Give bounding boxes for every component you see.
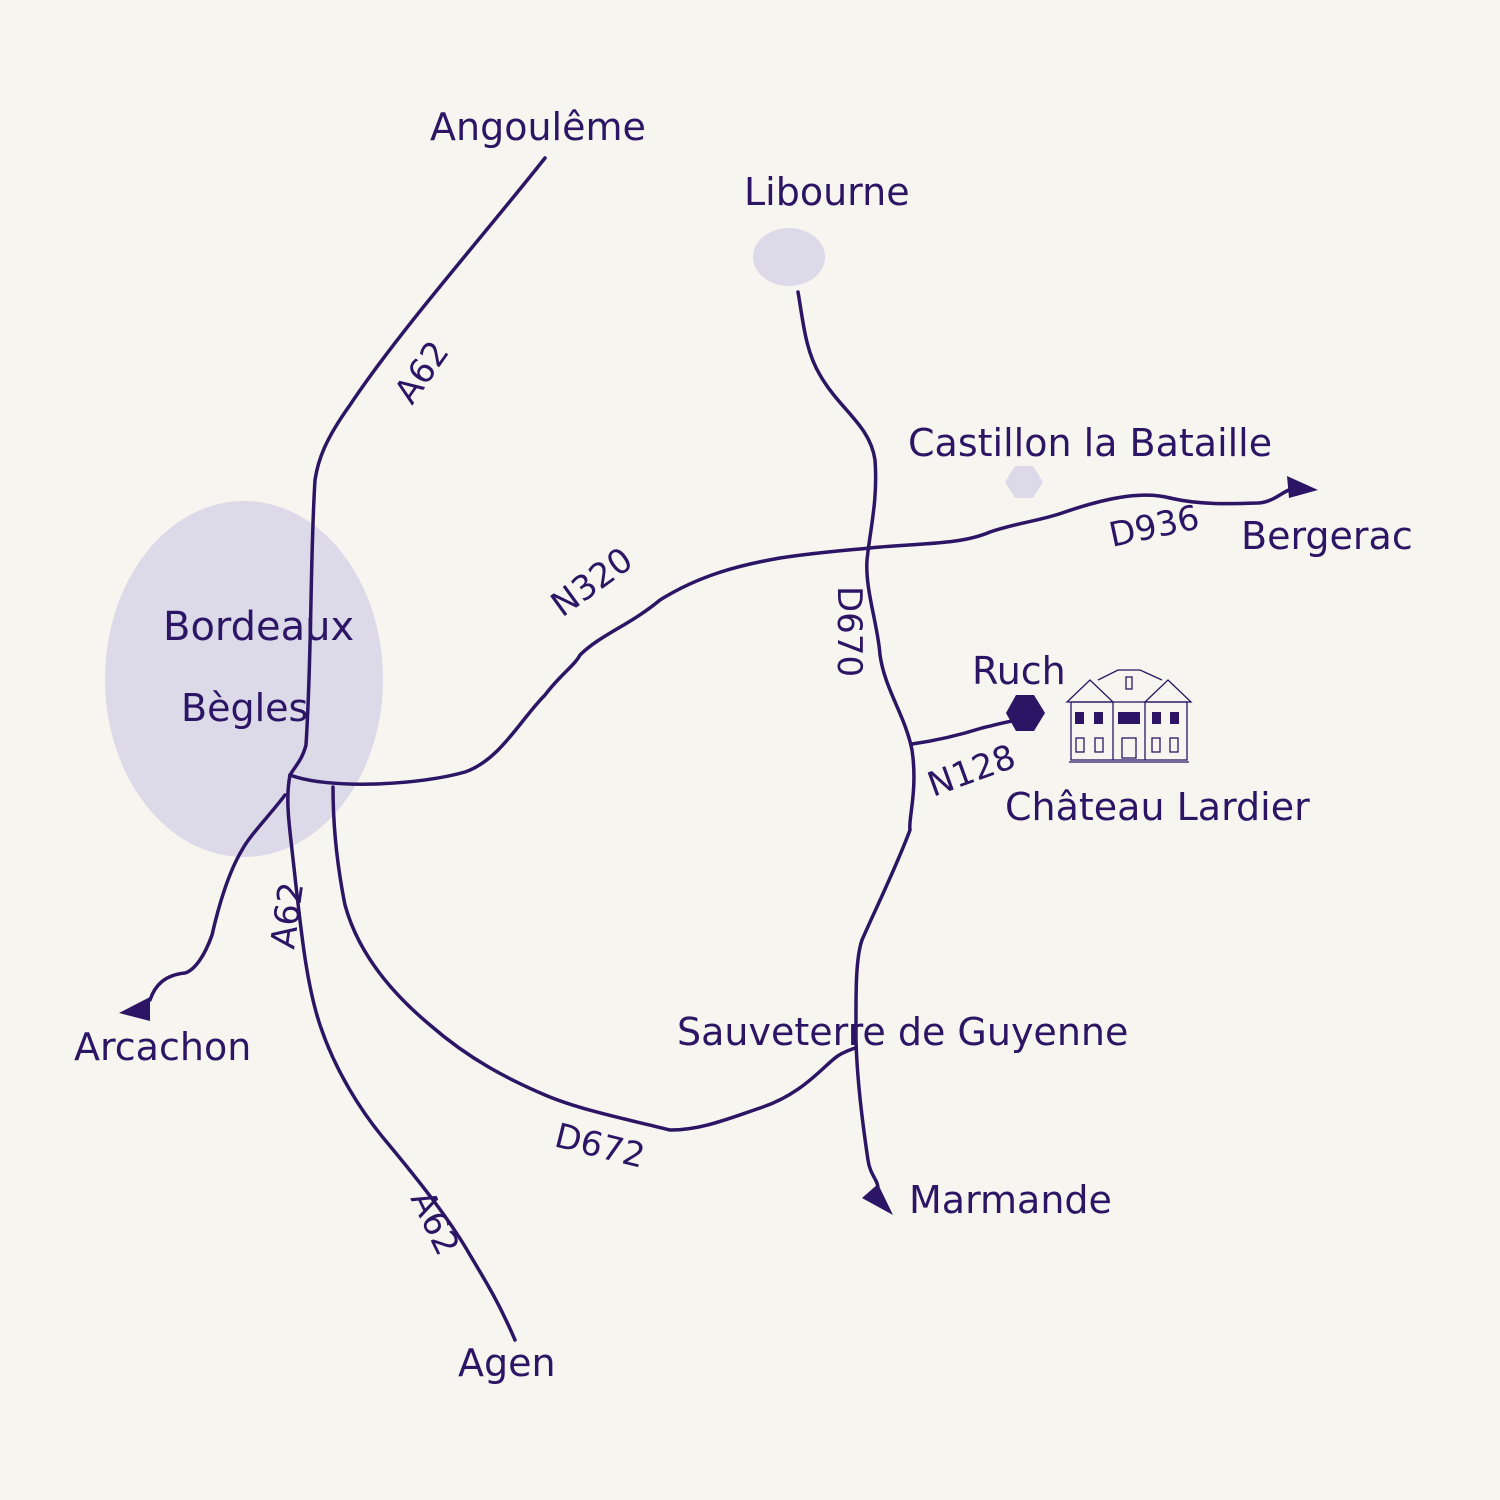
road-a62-north bbox=[288, 156, 547, 777]
ruch-marker-icon bbox=[1006, 695, 1045, 731]
bordeaux-area bbox=[105, 501, 383, 857]
road-n128 bbox=[910, 718, 1020, 746]
road-d936 bbox=[1168, 486, 1297, 506]
label-bergerac: Bergerac bbox=[1241, 514, 1413, 558]
road-d672 bbox=[331, 785, 857, 1132]
road-label-a62-south2: A62 bbox=[402, 1184, 467, 1261]
label-ruch: Ruch bbox=[972, 649, 1066, 693]
road-label-d670: D670 bbox=[829, 586, 869, 677]
arrow-to-marmande-icon bbox=[862, 1184, 893, 1215]
road-label-d936: D936 bbox=[1106, 498, 1203, 556]
castillon-marker-icon bbox=[1005, 466, 1043, 498]
road-n320 bbox=[288, 493, 1172, 786]
label-castillon: Castillon la Bataille bbox=[908, 421, 1272, 465]
road-label-a62-south1: A62 bbox=[263, 880, 312, 951]
label-arcachon: Arcachon bbox=[74, 1025, 251, 1069]
libourne-area bbox=[753, 228, 825, 286]
road-d670 bbox=[796, 290, 916, 1190]
label-agen: Agen bbox=[458, 1341, 556, 1385]
road-label-d672: D672 bbox=[551, 1116, 649, 1177]
road-label-a62-north: A62 bbox=[387, 334, 458, 411]
arrow-to-bergerac-icon bbox=[1287, 476, 1318, 498]
label-angouleme: Angoulême bbox=[430, 105, 646, 149]
chateau-building-icon bbox=[1065, 669, 1193, 763]
label-begles: Bègles bbox=[181, 686, 308, 730]
road-label-n320: N320 bbox=[544, 540, 641, 625]
label-marmande: Marmande bbox=[909, 1178, 1112, 1222]
arrow-to-arcachon-icon bbox=[119, 997, 150, 1021]
road-a62-to-agen bbox=[286, 773, 517, 1342]
label-chateau-lardier: Château Lardier bbox=[1005, 785, 1310, 829]
road-to-arcachon bbox=[148, 793, 287, 1002]
label-bordeaux: Bordeaux bbox=[163, 604, 354, 650]
label-libourne: Libourne bbox=[744, 170, 910, 214]
label-sauveterre: Sauveterre de Guyenne bbox=[677, 1010, 1128, 1054]
